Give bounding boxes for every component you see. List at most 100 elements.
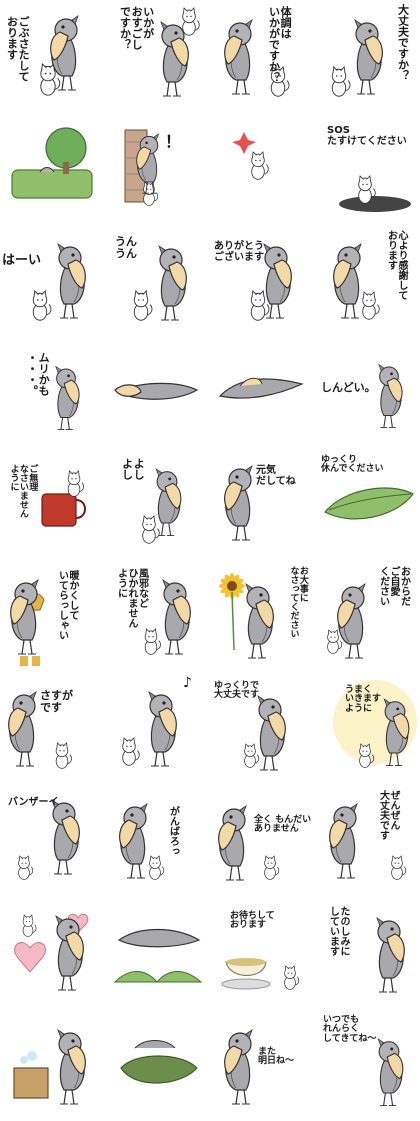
sticker-9[interactable]: はーい	[0, 224, 105, 336]
sticker-art	[160, 7, 200, 97]
sticker-21[interactable]: 暖かくして いてらっしゃい	[0, 560, 105, 672]
shoebill-bird	[224, 18, 253, 95]
sticker-art	[218, 804, 280, 881]
shoebill-bird	[218, 804, 247, 881]
sticker-16[interactable]: しんどい。	[315, 336, 420, 448]
shoebill-bird	[136, 133, 160, 194]
sticker-art	[133, 244, 187, 321]
sticker-29[interactable]: バンザーイ	[0, 784, 105, 896]
white-cat	[250, 290, 270, 321]
white-cat	[182, 7, 200, 36]
sticker-24[interactable]: おからだ ご自愛 ください	[315, 560, 420, 672]
sticker-art	[221, 958, 300, 990]
sticker-30[interactable]: がんばろっ	[105, 784, 210, 896]
sticker-1[interactable]: ごぶさたして おります	[0, 0, 105, 112]
sticker-33[interactable]	[0, 896, 105, 1008]
sticker-10[interactable]: うん うん	[105, 224, 210, 336]
sticker-caption: うまく いきます ように	[345, 685, 382, 714]
sticker-35[interactable]: お待ちして おります	[210, 896, 315, 1008]
sticker-5[interactable]	[0, 112, 105, 224]
sticker-11[interactable]: ありがとう ございます	[210, 224, 315, 336]
sticker-art	[329, 802, 407, 880]
sticker-art	[333, 680, 417, 768]
sticker-15[interactable]	[210, 336, 315, 448]
shoebill-bird	[158, 244, 187, 321]
white-cat	[327, 629, 343, 654]
white-cat	[67, 470, 84, 497]
shoebill-bird	[376, 916, 405, 993]
sticker-3[interactable]: 体調は いかがですか？	[210, 0, 315, 112]
shoebill-bird	[162, 578, 191, 655]
sticker-28[interactable]: うまく いきます ように	[315, 672, 420, 784]
hearts-illustration	[14, 913, 89, 973]
shadow-illustration	[339, 196, 411, 212]
sticker-32[interactable]: ぜんぜん 大丈夫です	[315, 784, 420, 896]
shoebill-bird	[329, 802, 358, 879]
sticker-art	[55, 365, 80, 430]
white-cat	[149, 855, 165, 880]
sticker-caption: 体調は いかがですか？	[267, 6, 293, 83]
shoebill-bird	[50, 14, 79, 91]
white-cat	[142, 515, 160, 544]
sticker-17[interactable]: ご無理 なさいません ように	[0, 448, 105, 560]
shoebill-bird	[57, 242, 86, 319]
sticker-art	[333, 242, 380, 320]
sticker-art	[122, 690, 177, 767]
sticker-23[interactable]: お大事に なさってください	[210, 560, 315, 672]
sticker-25[interactable]: さすが です	[0, 672, 105, 784]
sticker-art	[13, 1028, 86, 1105]
sticker-40[interactable]: いつでも れんらく してきてね～	[315, 1008, 420, 1120]
sticker-caption: 元気 だしてね	[256, 465, 296, 487]
sticker-2[interactable]: いかが おすごし ですか？	[105, 0, 210, 112]
white-cat	[284, 965, 300, 990]
sticker-19[interactable]: 元気 だしてね	[210, 448, 315, 560]
shoebill-bird	[383, 698, 410, 767]
shoebill-bird	[155, 468, 182, 537]
sticker-art	[41, 470, 86, 527]
sticker-caption: がんばろっ	[167, 806, 179, 856]
sticker-6[interactable]: ！	[105, 112, 210, 224]
sticker-art	[224, 464, 253, 541]
sticker-art	[144, 578, 191, 655]
white-cat	[144, 628, 161, 655]
white-cat	[358, 175, 376, 204]
sticker-36[interactable]: たのしみに しています	[315, 896, 420, 1008]
sticker-caption: ゆっくり 休んでください	[321, 455, 384, 475]
sticker-art	[114, 382, 199, 400]
shoebill-bird	[257, 694, 286, 771]
flying-illustration	[218, 377, 304, 399]
white-cat	[143, 181, 159, 206]
sticker-4[interactable]: 大丈夫ですか？	[315, 0, 420, 112]
sticker-12[interactable]: 心より感謝して おります	[315, 224, 420, 336]
sticker-26[interactable]: ♪	[105, 672, 210, 784]
shoebill-bird	[378, 363, 403, 428]
sticker-art	[124, 129, 160, 206]
sticker-caption: よし よし	[120, 458, 146, 480]
sticker-14[interactable]	[105, 336, 210, 448]
sticker-37[interactable]	[0, 1008, 105, 1120]
shoebill-bird	[337, 582, 366, 659]
sparkle-illustration	[232, 132, 256, 154]
sticker-20[interactable]: ゆっくり 休んでください	[315, 448, 420, 560]
sticker-27[interactable]: ゆっくりで 大丈夫です	[210, 672, 315, 784]
sticker-22[interactable]: 風邪など ひかれません ように	[105, 560, 210, 672]
sticker-caption: しんどい。	[321, 381, 376, 394]
sticker-38[interactable]	[105, 1008, 210, 1120]
shoebill-bird	[10, 578, 39, 655]
sticker-art	[224, 1028, 253, 1105]
sticker-8[interactable]: SOS たすけてください	[315, 112, 420, 224]
sticker-art	[377, 1038, 404, 1107]
sticker-13[interactable]: ムリかも ・・・。	[0, 336, 105, 448]
shoebill-bird	[263, 242, 292, 319]
sticker-39[interactable]: また 明日ね～	[210, 1008, 315, 1120]
shoebill-bird	[57, 1028, 86, 1105]
sticker-art	[331, 18, 383, 97]
teacup-illustration	[221, 958, 271, 990]
sticker-18[interactable]: よし よし	[105, 448, 210, 560]
sticker-34[interactable]	[105, 896, 210, 1008]
sticker-caption: ゆっくりで 大丈夫です	[214, 681, 260, 701]
sticker-caption: 心より感謝して おります	[385, 230, 408, 300]
sticker-7[interactable]	[210, 112, 315, 224]
sticker-art	[32, 242, 86, 321]
sticker-31[interactable]: 全く もんだい ありません	[210, 784, 315, 896]
